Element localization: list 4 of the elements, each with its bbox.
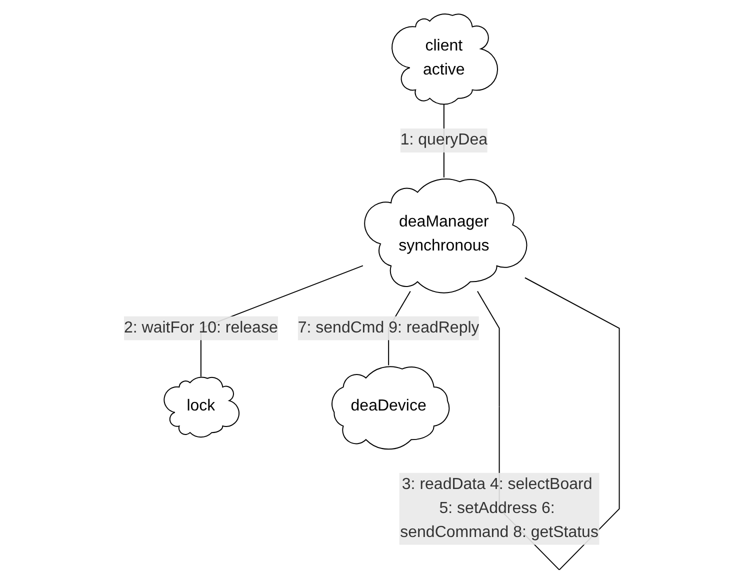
edge-label: 3: readData 4: selectBoard 5: setAddress 6: sendCommand 8: getStatus <box>400 476 598 541</box>
edge-label: 7: sendCmd 9: readReply <box>298 319 480 336</box>
edge-label: 1: queryDea <box>400 131 488 148</box>
edge-label: 2: waitFor 10: release <box>124 319 278 336</box>
